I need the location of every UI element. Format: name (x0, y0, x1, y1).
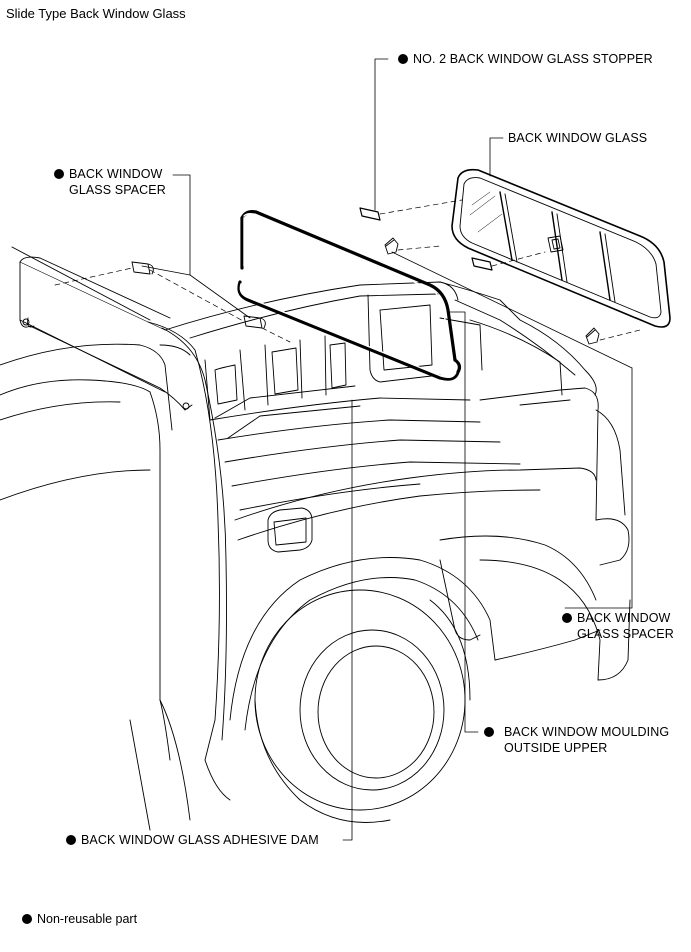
non-reusable-dot-icon (562, 613, 572, 623)
label-back-window-glass: BACK WINDOW GLASS (508, 131, 648, 145)
label-glass-spacer-left: BACK WINDOW GLASS SPACER (54, 166, 166, 198)
adhesive-dam (237, 280, 462, 381)
truck-body (0, 246, 631, 831)
label-no2-glass-stopper: NO. 2 BACK WINDOW GLASS STOPPER (398, 51, 653, 67)
alignment-lines (54, 199, 641, 343)
non-reusable-dot-icon (66, 835, 76, 845)
legend: Non-reusable part (22, 912, 137, 926)
filled-circle-icon (22, 914, 32, 924)
glass-spacer-left-parts (131, 261, 266, 329)
page-title: Slide Type Back Window Glass (6, 6, 186, 21)
label-moulding-outside-upper: BACK WINDOW MOULDING OUTSIDE UPPER (484, 724, 669, 756)
non-reusable-dot-icon (398, 54, 408, 64)
label-adhesive-dam: BACK WINDOW GLASS ADHESIVE DAM (66, 832, 319, 848)
leader-lines (141, 58, 633, 841)
moulding-frame (240, 210, 457, 362)
label-glass-spacer-right: BACK WINDOW GLASS SPACER (562, 610, 674, 642)
glass-stopper-parts (359, 207, 493, 271)
back-window-glass (451, 168, 671, 328)
non-reusable-dot-icon (484, 727, 494, 737)
glass-spacer-right-parts (384, 237, 600, 345)
non-reusable-dot-icon (54, 169, 64, 179)
